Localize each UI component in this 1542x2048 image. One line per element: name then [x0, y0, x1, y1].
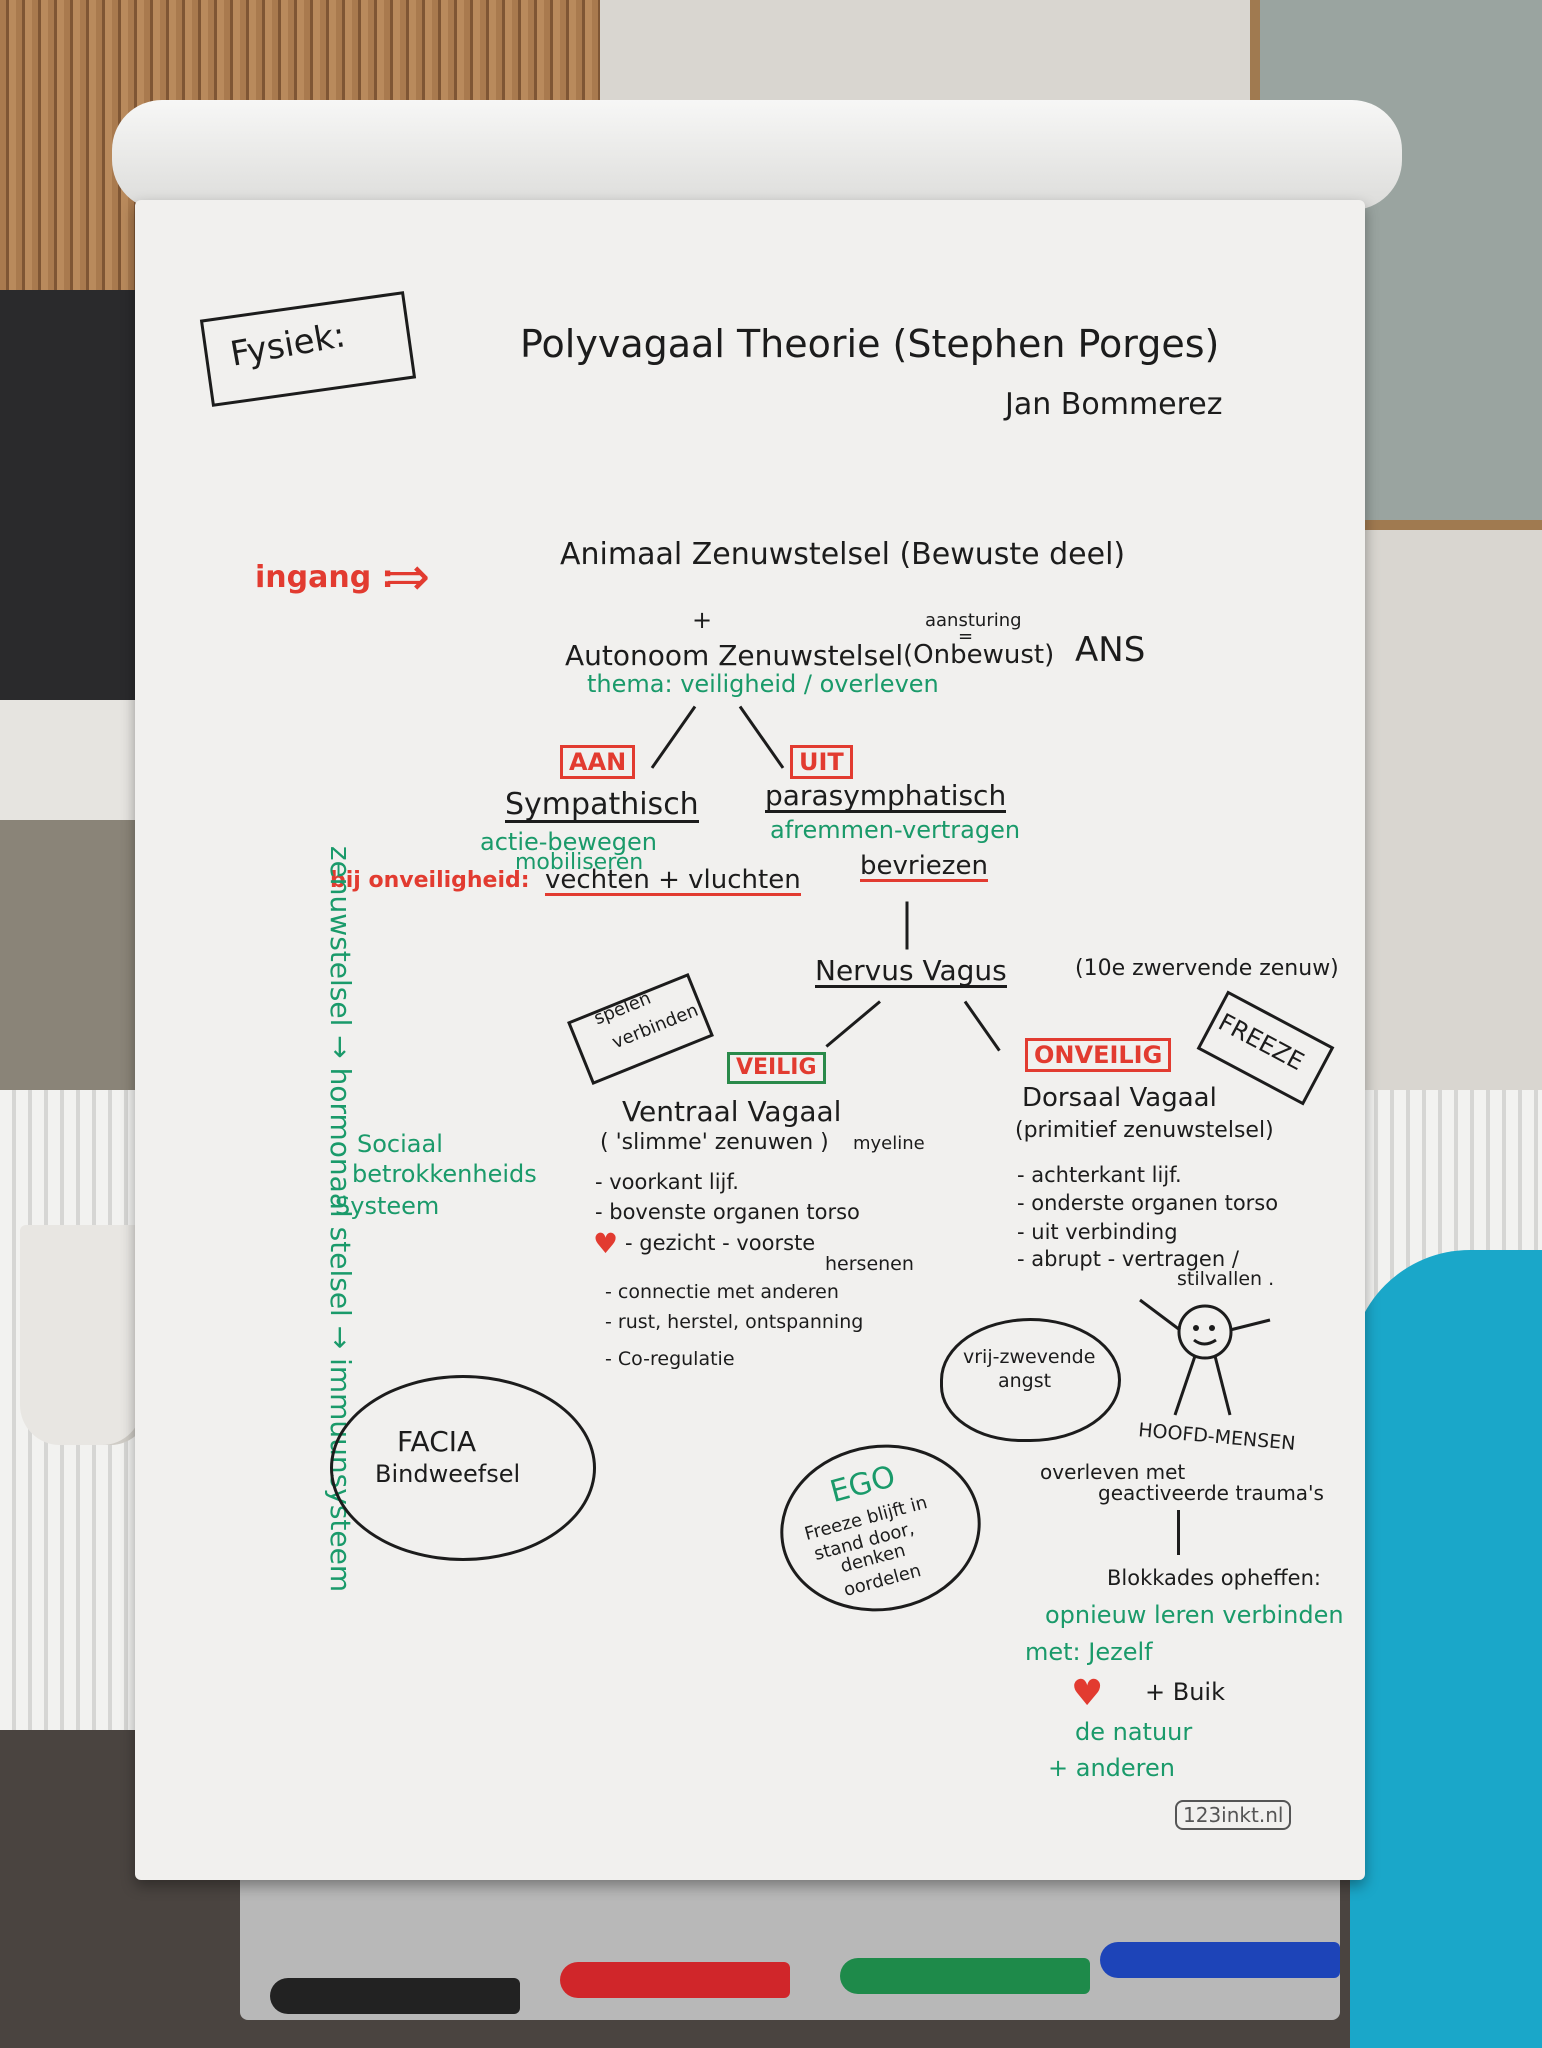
veilig-tag: VEILIG — [727, 1052, 826, 1084]
dorsaal-item-3: - uit verbinding — [1017, 1220, 1178, 1244]
dorsaal-item-2: - onderste organen torso — [1017, 1191, 1279, 1215]
sociaal-1: Sociaal — [357, 1130, 443, 1158]
parasympathisch-text: parasymphatisch — [765, 779, 1007, 813]
ventraal-item-5: - rust, herstel, ontspanning — [605, 1311, 864, 1333]
green-marker — [840, 1958, 1090, 1994]
paper-roll — [112, 100, 1402, 210]
connector-line — [1177, 1510, 1180, 1555]
vertical-pathway: zenuwstelsel → hormonaal stelsel → immuu… — [324, 845, 357, 1593]
heart-icon-2: ♥ — [1071, 1673, 1104, 1714]
blue-marker — [1100, 1942, 1340, 1978]
arrow-to-veilig — [825, 1000, 881, 1048]
black-marker — [270, 1978, 520, 2014]
blue-jacket — [1350, 1250, 1542, 2048]
heart-icon: ♥ — [593, 1227, 619, 1260]
angst-bubble — [940, 1318, 1121, 1442]
ventraal-sub: ( 'slimme' zenuwen ) — [600, 1130, 829, 1155]
arrow-to-onveilig — [963, 1000, 1001, 1052]
mobiliseren-text: mobiliseren — [515, 850, 644, 875]
onbewust-text: (Onbewust) — [903, 640, 1055, 670]
buik-text: + Buik — [1145, 1678, 1225, 1706]
dorsaal-sub: (primitief zenuwstelsel) — [1015, 1118, 1274, 1143]
stick-figure-icon — [1139, 1298, 1271, 1416]
animaal-text: Animaal Zenuwstelsel (Bewuste deel) — [560, 537, 1126, 572]
thema-text: thema: veiligheid / overleven — [587, 670, 939, 698]
ventraal-item-3b: hersenen — [825, 1253, 914, 1275]
met-text: met: Jezelf — [1025, 1638, 1153, 1666]
ventraal-item-4: - connectie met anderen — [605, 1281, 839, 1303]
ventraal-item-6: - Co-regulatie — [605, 1348, 735, 1370]
dorsaal-item-4b: stilvallen . — [1177, 1268, 1275, 1290]
ingang-label: ingang : — [255, 560, 394, 595]
dorsaal-item-4: - abrupt - vertragen / — [1017, 1247, 1239, 1271]
wall-planter — [20, 1225, 150, 1445]
bevriezen-text: bevriezen — [860, 851, 988, 882]
opnieuw-text: opnieuw leren verbinden — [1045, 1601, 1344, 1629]
traumas-text: geactiveerde trauma's — [1098, 1481, 1324, 1505]
ventraal-item-2: - bovenste organen torso — [595, 1200, 860, 1224]
sympathisch-text: Sympathisch — [505, 787, 699, 823]
ingang-arrow: ⇒ — [385, 545, 431, 608]
bindweefsel-label: Bindweefsel — [375, 1460, 521, 1488]
facia-label: FACIA — [397, 1425, 477, 1458]
aansturing-text: aansturing — [925, 610, 1022, 631]
blokkades-text: Blokkades opheffen: — [1107, 1566, 1321, 1590]
vechten-text: vechten + vluchten — [545, 865, 801, 896]
bij-onveiligheid: bij onveiligheid: — [330, 868, 530, 893]
vagus-note: (10e zwervende zenuw) — [1075, 956, 1339, 981]
sociaal-2: betrokkenheids — [352, 1160, 537, 1188]
afremmen-text: afremmen-vertragen — [770, 816, 1021, 844]
dorsaal-title: Dorsaal Vagaal — [1022, 1083, 1217, 1113]
sociaal-3: Systeem — [335, 1192, 440, 1220]
ans-abbr: ANS — [1075, 630, 1146, 670]
uit-tag: UIT — [790, 745, 853, 779]
anderen-text: + anderen — [1048, 1754, 1175, 1782]
facia-circle — [330, 1375, 596, 1561]
brand-logo: 123inkt.nl — [1175, 1800, 1292, 1830]
onveilig-tag: ONVEILIG — [1025, 1038, 1172, 1072]
red-marker — [560, 1962, 790, 1998]
ventraal-item-1: - voorkant lijf. — [595, 1170, 739, 1194]
plus-sign: + — [692, 606, 713, 634]
flipchart-sheet: Fysiek: Polyvagaal Theorie (Stephen Porg… — [135, 200, 1365, 1880]
arrow-to-aan — [650, 705, 697, 769]
actie-text: actie-bewegen — [480, 828, 658, 856]
autonoom-text: Autonoom Zenuwstelsel — [565, 639, 904, 672]
angst-line-1: vrij-zwevende — [963, 1346, 1096, 1368]
author: Jan Bommerez — [1005, 387, 1223, 422]
arrow-to-vagus — [905, 901, 909, 950]
myeline-text: myeline — [853, 1133, 925, 1154]
dorsaal-item-1: - achterkant lijf. — [1017, 1163, 1182, 1187]
angst-line-2: angst — [998, 1370, 1052, 1392]
arrow-to-uit — [738, 705, 785, 769]
natuur-text: de natuur — [1075, 1718, 1193, 1746]
ventraal-item-3: - gezicht - voorste — [625, 1231, 816, 1255]
ventraal-title: Ventraal Vagaal — [622, 1095, 842, 1128]
equals-sign: = — [958, 626, 974, 647]
aan-tag: AAN — [560, 745, 636, 779]
page-title: Polyvagaal Theorie (Stephen Porges) — [520, 322, 1220, 366]
overleven-text: overleven met — [1040, 1460, 1186, 1484]
nervus-vagus: Nervus Vagus — [815, 954, 1007, 988]
